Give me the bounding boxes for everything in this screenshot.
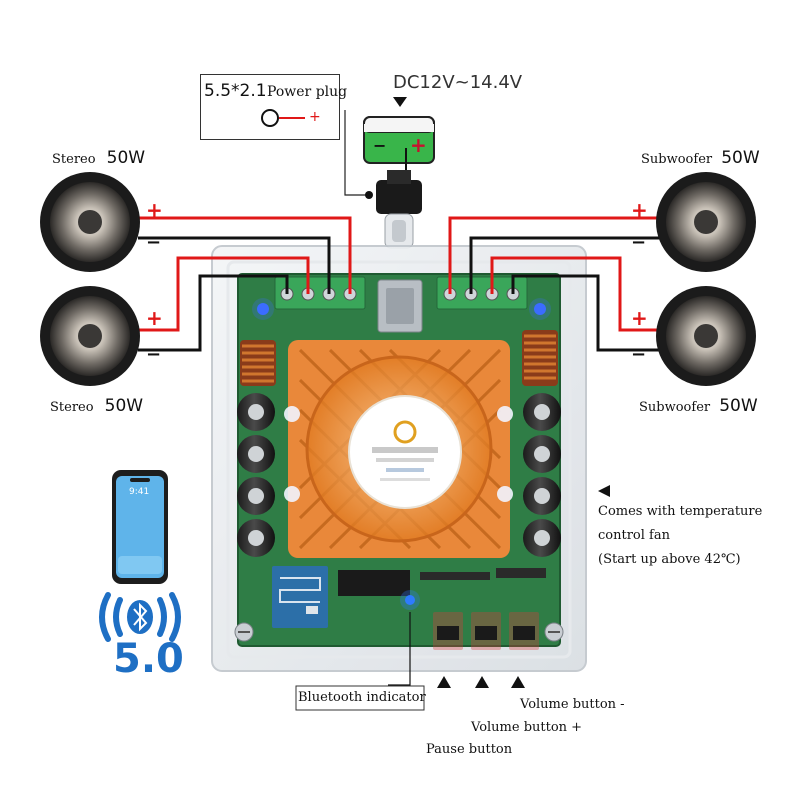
wire-minus-tl: −	[146, 232, 162, 253]
fan-note: Comes with temperature control fan (Star…	[598, 504, 763, 567]
inductor-left	[240, 340, 276, 386]
voltage-label: DC12V~14.4V	[393, 72, 523, 93]
speaker-label-top-right: Subwoofer 50W	[641, 148, 760, 168]
buttons-row	[433, 612, 539, 650]
volume-minus-arrow-icon	[511, 676, 525, 688]
pause-label: Pause button	[426, 742, 513, 757]
capacitors-left	[237, 393, 275, 557]
speaker-bottom-left	[40, 286, 140, 386]
volume-plus-button-icon	[475, 626, 497, 640]
volume-minus-label: Volume button -	[520, 697, 625, 712]
wire-plus-br: +	[631, 306, 648, 330]
speaker-top-right	[656, 172, 756, 272]
volume-minus-button-icon	[513, 626, 535, 640]
volume-plus-arrow-icon	[475, 676, 489, 688]
bluetooth-module	[272, 566, 328, 628]
wire-plus-bl: +	[146, 306, 163, 330]
led-left-icon	[257, 303, 269, 315]
plug-plus: +	[309, 109, 321, 125]
phone-icon	[112, 470, 168, 584]
dc-jack	[365, 148, 422, 249]
wire-plus-tl: +	[146, 198, 163, 222]
speaker-label-bottom-left: Stereo 50W	[50, 396, 144, 416]
speaker-label-bottom-right: Subwoofer 50W	[639, 396, 758, 416]
speaker-bottom-right	[656, 286, 756, 386]
pause-arrow-icon	[437, 676, 451, 688]
speaker-top-left	[40, 172, 140, 272]
bluetooth-indicator-led-icon	[405, 595, 415, 605]
power-socket	[377, 279, 423, 333]
power-plug-line	[344, 110, 368, 196]
plug-label: Power plug	[267, 84, 348, 100]
battery-minus: −	[373, 136, 387, 155]
speaker-label-top-left: Stereo 50W	[52, 148, 146, 168]
voltage-arrow-icon	[393, 97, 407, 107]
wire-minus-br: −	[631, 344, 647, 365]
speaker-wires	[138, 216, 660, 352]
heatsink-fan	[288, 340, 510, 558]
pause-button-icon	[437, 626, 459, 640]
wire-plus-tr: +	[631, 198, 648, 222]
plug-jack-icon	[261, 109, 279, 127]
bluetooth-indicator-box	[295, 685, 425, 711]
volume-plus-label: Volume button +	[471, 720, 583, 735]
phone-time: 9:41	[129, 487, 150, 497]
wire-minus-bl: −	[146, 344, 162, 365]
inductor-right	[522, 330, 558, 386]
bluetooth-icon	[99, 592, 181, 642]
bluetooth-version: 5.0	[113, 636, 184, 682]
led-right-icon	[534, 303, 546, 315]
plug-size: 5.5*2.1	[204, 81, 267, 101]
battery-plus: +	[410, 133, 427, 157]
bluetooth-indicator-label: Bluetooth indicator	[298, 690, 426, 705]
power-plug-box: 5.5*2.1 Power plug +	[200, 74, 347, 140]
capacitors-right	[523, 393, 561, 557]
fan-note-arrow-icon	[598, 485, 610, 497]
wire-minus-tr: −	[631, 232, 647, 253]
ic-row	[338, 568, 546, 596]
battery-icon	[363, 97, 435, 164]
